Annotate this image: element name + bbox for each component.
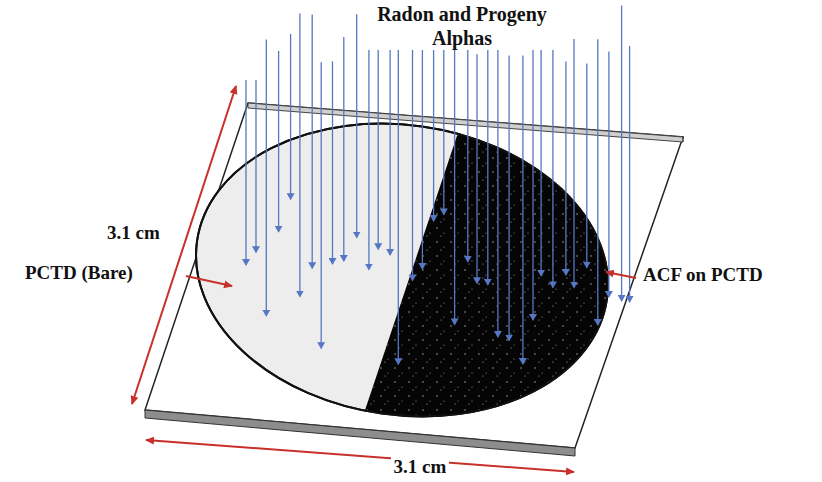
leader-arrow [606,272,636,278]
alpha-arrow [412,18,413,280]
alpha-arrow [321,62,322,348]
alpha-arrow [389,25,390,255]
alpha-arrow [266,39,267,315]
alpha-arrow [368,18,369,270]
source-label: Radon and Progeny Alphas [359,2,565,50]
alpha-arrow [467,30,468,261]
alpha-arrow [586,63,587,267]
alpha-arrows [246,6,630,365]
alpha-arrow [532,37,533,320]
alpha-arrow [508,56,509,341]
alpha-arrow [476,54,477,283]
region-label: ACF on PCTD [640,264,766,287]
alpha-arrow [540,25,541,275]
alpha-arrow [629,46,630,302]
alpha-arrow [565,61,566,275]
dimension-arrow [146,440,574,472]
alpha-arrow [343,37,344,261]
plate-edge [145,410,575,456]
dimension-arrow [132,86,236,404]
alpha-arrow [312,15,313,269]
region-label: PCTD (Bare) [22,262,136,285]
alpha-arrow [398,18,399,364]
alpha-arrow [597,39,598,325]
alpha-arrow [299,14,300,297]
alpha-arrow [621,6,622,301]
alpha-arrow [290,34,291,199]
alpha-arrow [454,43,455,325]
alpha-arrow [422,50,423,269]
alpha-arrow [332,61,333,264]
alpha-arrow [522,56,523,365]
alpha-arrow [552,45,553,287]
alpha-arrow [278,51,279,232]
dimension-label: 3.1 cm [104,222,163,245]
alpha-arrow [573,39,574,287]
alpha-arrow [497,12,498,337]
alpha-arrow [487,20,488,285]
leader-arrow [186,276,232,286]
dimension-label: 3.1 cm [391,456,450,479]
alpha-arrow [255,80,256,252]
alpha-arrow [608,52,609,298]
alpha-arrow [245,80,246,265]
alpha-arrow [356,14,357,237]
